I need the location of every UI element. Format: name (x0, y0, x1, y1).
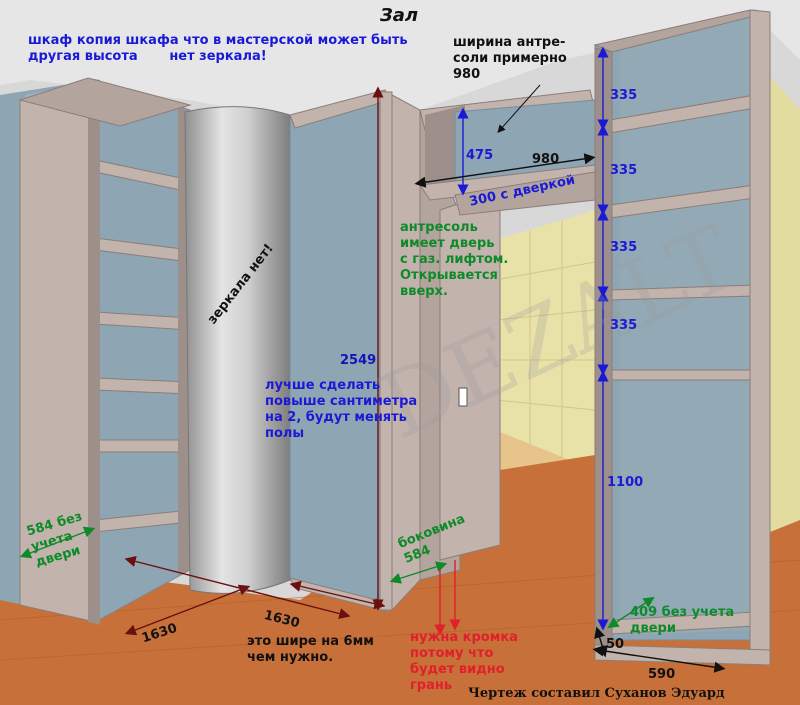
dim-50: 50 (606, 637, 625, 652)
dim-line-980 (414, 153, 596, 188)
note-mezzanine-door: антресоль имеет дверь с газ. лифтом. Отк… (400, 220, 509, 299)
dim-335-3: 335 (610, 240, 638, 255)
dim-335-4: 335 (610, 318, 638, 333)
dim-335-top: 335 (610, 88, 638, 103)
note-wider: это шире на 6мм чем нужно. (247, 634, 374, 665)
page-title: Зал (380, 5, 419, 26)
dim-2549: 2549 (340, 353, 377, 368)
dim-1100: 1100 (607, 475, 644, 490)
note-taller: лучше сделать повыше сантиметра на 2, бу… (265, 378, 418, 441)
right-wardrobe (593, 9, 771, 666)
dim-590: 590 (648, 667, 676, 682)
note-edge: нужна кромка потому что будет видно гран… (410, 630, 518, 693)
middle-wardrobe (289, 89, 393, 613)
dim-335-2: 335 (610, 163, 638, 178)
tile-grid (494, 220, 596, 458)
signature: Чертеж составил Суханов Эдуард (468, 686, 725, 701)
left-wardrobe (0, 77, 192, 625)
dim-980: 980 (532, 152, 560, 167)
corner-door (184, 106, 291, 594)
note-right-depth: 409 без учета двери (630, 605, 735, 636)
note-top: шкаф копия шкафа что в мастерской может … (28, 33, 408, 64)
dim-475: 475 (466, 148, 494, 163)
note-mezzanine-width: ширина антре- соли примерно 980 (453, 35, 567, 82)
ceiling (0, 0, 800, 120)
